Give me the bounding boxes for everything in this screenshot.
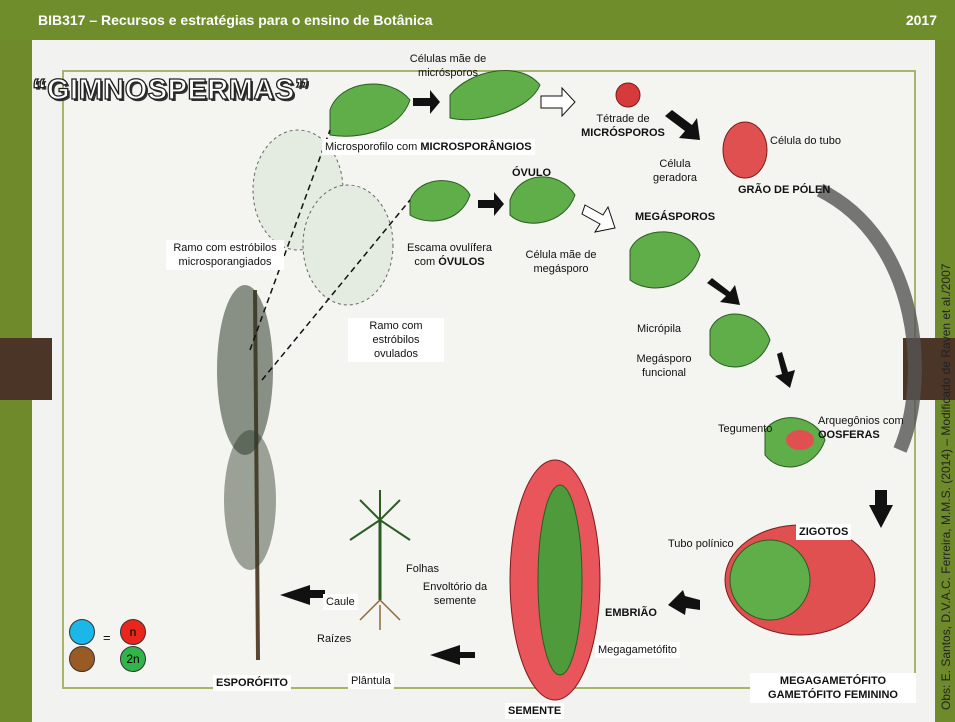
label-folhas: Folhas bbox=[406, 562, 439, 576]
label-raizes: Raízes bbox=[317, 632, 351, 646]
label-celula-geradora: Célula geradora bbox=[645, 157, 705, 185]
label-ramo-ovulados: Ramo com estróbilos ovulados bbox=[348, 318, 444, 362]
label-micropila: Micrópila bbox=[637, 322, 681, 336]
label-zigotos: ZIGOTOS bbox=[796, 524, 851, 540]
label-celula-do-tubo: Célula do tubo bbox=[770, 134, 841, 148]
legend-equals: = bbox=[103, 631, 111, 645]
legend-diploid-value: 2n bbox=[120, 646, 146, 672]
label-megasporos: MEGÁSPOROS bbox=[635, 210, 715, 224]
ovulate-branch-illustration bbox=[303, 185, 393, 305]
main-title: “GIMNOSPERMAS” bbox=[32, 74, 310, 107]
label-escama: Escama ovulífera com ÓVULOS bbox=[397, 241, 502, 269]
megaspores-illustration bbox=[630, 232, 700, 288]
legend-haploid-value: n bbox=[120, 619, 146, 645]
tetrad-illustration bbox=[616, 83, 640, 107]
legend-diploid-dot bbox=[69, 646, 95, 672]
ovuliferous-scale-illustration bbox=[410, 181, 470, 221]
label-envoltorio: Envoltório da semente bbox=[420, 580, 490, 608]
label-megasporo-funcional: Megásporo funcional bbox=[624, 352, 704, 380]
label-tubo-polinico: Tubo polínico bbox=[668, 537, 734, 551]
label-ovulo: ÓVULO bbox=[512, 166, 551, 180]
label-ramo-micro: Ramo com estróbilos microsporangiados bbox=[166, 240, 284, 270]
credit-strip: Obs: E. Santos, D.V.A.C. Ferreira, M.M.S… bbox=[925, 150, 953, 720]
ovule-illustration bbox=[510, 177, 575, 223]
credit-text: Obs: E. Santos, D.V.A.C. Ferreira, M.M.S… bbox=[939, 264, 953, 710]
micropyle-illustration bbox=[710, 314, 770, 367]
label-caule: Caule bbox=[323, 594, 358, 610]
label-celula-mae-megasporo: Célula mãe de megásporo bbox=[511, 248, 611, 276]
label-semente: SEMENTE bbox=[505, 703, 564, 719]
label-grao-de-polen: GRÃO DE PÓLEN bbox=[738, 183, 830, 197]
label-celulas-mae-microsporos: Células mãe de micrósporos bbox=[398, 52, 498, 80]
pollen-grain-illustration bbox=[723, 122, 767, 178]
label-tegumento: Tegumento bbox=[718, 422, 772, 436]
label-microsporofilo: Microsporofilo com MICROSPORÂNGIOS bbox=[322, 139, 535, 155]
label-plantula: Plântula bbox=[348, 673, 394, 689]
label-megagametofito: Megagametófito bbox=[595, 642, 680, 658]
label-embriao: EMBRIÃO bbox=[605, 606, 657, 620]
seedling-illustration bbox=[350, 490, 410, 630]
pine-tree-illustration bbox=[217, 285, 276, 660]
label-esporofito: ESPORÓFITO bbox=[213, 675, 291, 691]
legend-haploid-dot bbox=[69, 619, 95, 645]
